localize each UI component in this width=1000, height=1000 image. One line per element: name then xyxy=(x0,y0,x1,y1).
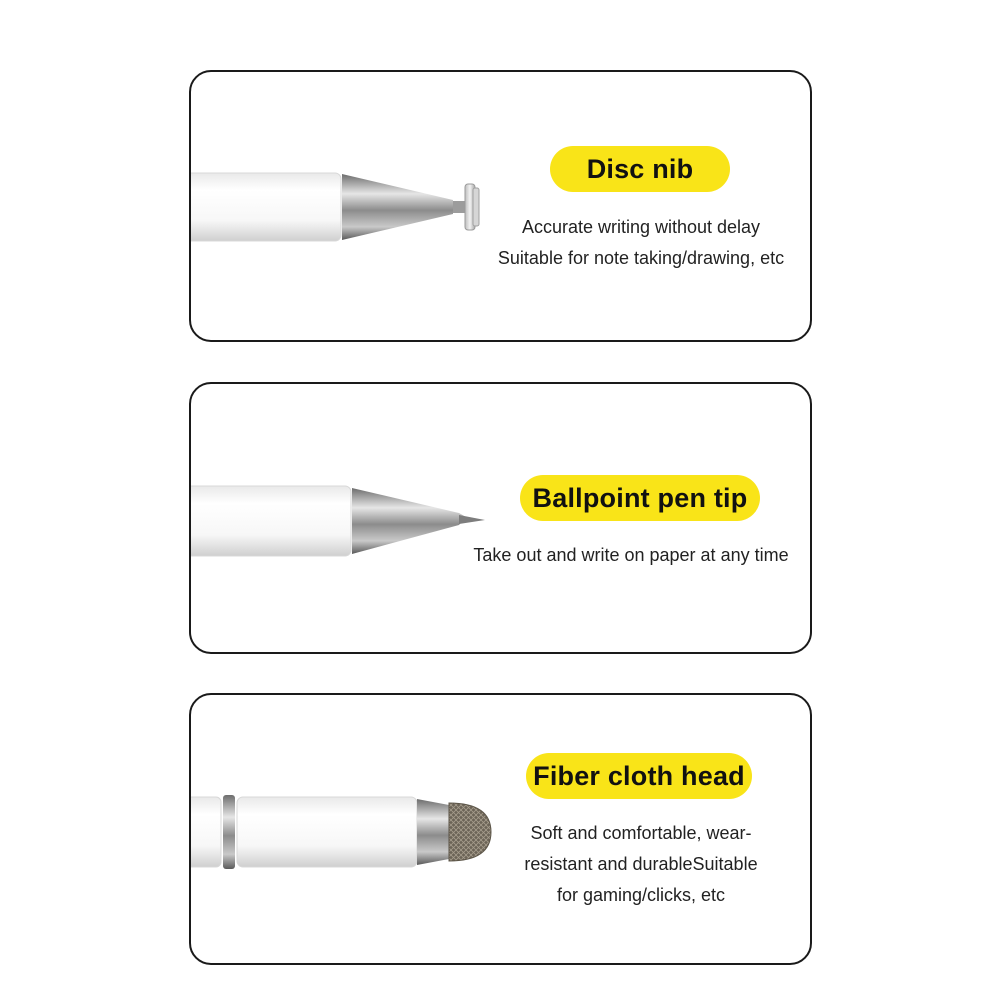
feature-title: Fiber cloth head xyxy=(526,753,752,799)
ballpoint-tip-icon xyxy=(191,485,485,557)
disc-nib-stylus-icon xyxy=(191,172,480,242)
description-line: for gaming/clicks, etc xyxy=(556,885,726,905)
fiber-cloth-tip-icon xyxy=(191,795,492,869)
feature-card-fiber-cloth: Fiber cloth head Soft and comfortable, w… xyxy=(189,693,812,965)
feature-description: Take out and write on paper at any time xyxy=(461,540,801,571)
feature-card-disc-nib: Disc nib Accurate writing without delay … xyxy=(189,70,812,342)
feature-description: Accurate writing without delay Suitable … xyxy=(481,212,801,274)
feature-title: Ballpoint pen tip xyxy=(520,475,760,521)
description-line: Suitable for note taking/drawing, etc xyxy=(497,248,785,268)
feature-card-ballpoint: Ballpoint pen tip Take out and write on … xyxy=(189,382,812,654)
description-line: Accurate writing without delay xyxy=(521,217,761,237)
description-line: Soft and comfortable, wear- xyxy=(530,823,752,843)
description-line: Take out and write on paper at any time xyxy=(473,545,789,565)
description-line: resistant and durableSuitable xyxy=(524,854,758,874)
feature-description: Soft and comfortable, wear- resistant an… xyxy=(481,818,801,911)
feature-title: Disc nib xyxy=(550,146,730,192)
